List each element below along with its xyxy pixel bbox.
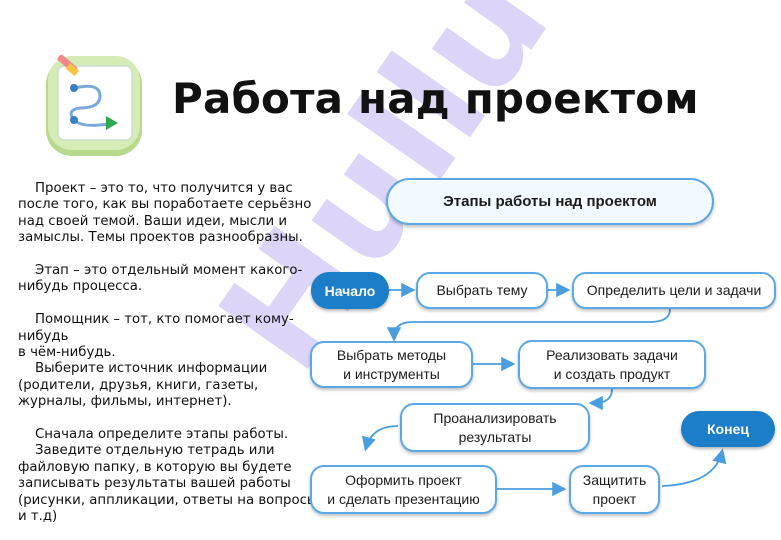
step-implement-line2: и создать продукт: [553, 365, 671, 382]
paragraph-stage: Этап – это отдельный момент какого-нибуд…: [18, 263, 303, 295]
paragraph-stages: Сначала определите этапы работы.: [35, 427, 289, 443]
step-choose-methods-line1: Выбрать методы: [336, 346, 447, 363]
step-defend: Защитить проект: [569, 465, 660, 514]
paragraph-folder: Заведите отдельную тетрадь или файловую …: [18, 443, 318, 525]
step-implement: Реализовать задачи и создать продукт: [518, 340, 706, 389]
end-node: Конец: [681, 411, 775, 447]
step-choose-topic: Выбрать тему: [416, 272, 548, 309]
step-choose-methods-line2: и инструменты: [343, 365, 440, 382]
step-presentation: Оформить проект и сделать презентацию: [310, 465, 497, 514]
step-presentation-line1: Оформить проект: [345, 471, 462, 488]
step-analyze-line2: результаты: [458, 428, 532, 445]
step-define-goals: Определить цели и задачи: [572, 272, 776, 309]
step-analyze-line1: Проанализировать: [433, 409, 557, 426]
arrow-step7-end: [661, 448, 727, 487]
paragraph-helper: Помощник – тот, кто помогает кому-нибудь: [18, 312, 294, 344]
paragraph-helper-cont: в чём-нибудь.: [18, 345, 116, 361]
step-analyze: Проанализировать результаты: [400, 403, 590, 452]
page-title: Работа над проектом: [172, 74, 699, 123]
diagram-header: Этапы работы над проектом: [386, 178, 714, 225]
paragraph-source: Выберите источник информации (родители, …: [18, 361, 268, 410]
arrow-step4-step5: [593, 388, 613, 404]
arrow-step2-step3: [386, 308, 671, 342]
step-defend-line1: Защитить: [582, 471, 647, 488]
arrow-step5-step6: [361, 425, 399, 452]
start-node: Начало: [311, 272, 389, 309]
body-text: Проект – это то, что получится у вас пос…: [18, 181, 318, 525]
step-defend-line2: проект: [592, 490, 637, 507]
paragraph-project: Проект – это то, что получится у вас пос…: [18, 181, 312, 246]
step-choose-methods: Выбрать методы и инструменты: [310, 341, 473, 388]
project-notebook-icon: [44, 54, 144, 158]
step-presentation-line2: и сделать презентацию: [327, 490, 480, 507]
step-implement-line1: Реализовать задачи: [546, 346, 678, 363]
